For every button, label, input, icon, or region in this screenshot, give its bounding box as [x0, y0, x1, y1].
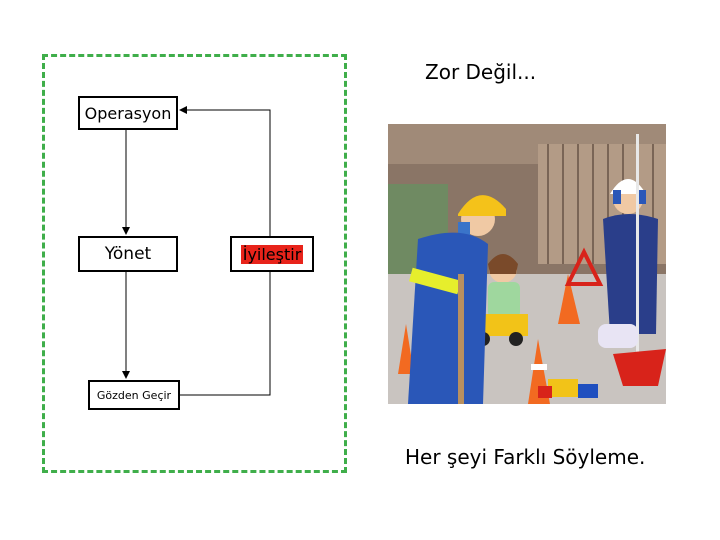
node-gozden-gecir: Gözden Geçir [88, 380, 180, 410]
node-iyilestir: İyileştir [230, 236, 314, 272]
slide-caption: Her şeyi Farklı Söyleme. [405, 445, 646, 469]
slide-title: Zor Değil... [425, 60, 537, 84]
node-operasyon: Operasyon [78, 96, 178, 130]
dashed-frame [42, 54, 347, 473]
children-photo [388, 124, 666, 404]
node-operasyon-label: Operasyon [84, 103, 172, 123]
node-yonet-label: Yönet [104, 244, 152, 264]
node-gozden-gecir-label: Gözden Geçir [96, 388, 172, 402]
node-iyilestir-label: İyileştir [240, 244, 304, 264]
node-yonet: Yönet [78, 236, 178, 272]
